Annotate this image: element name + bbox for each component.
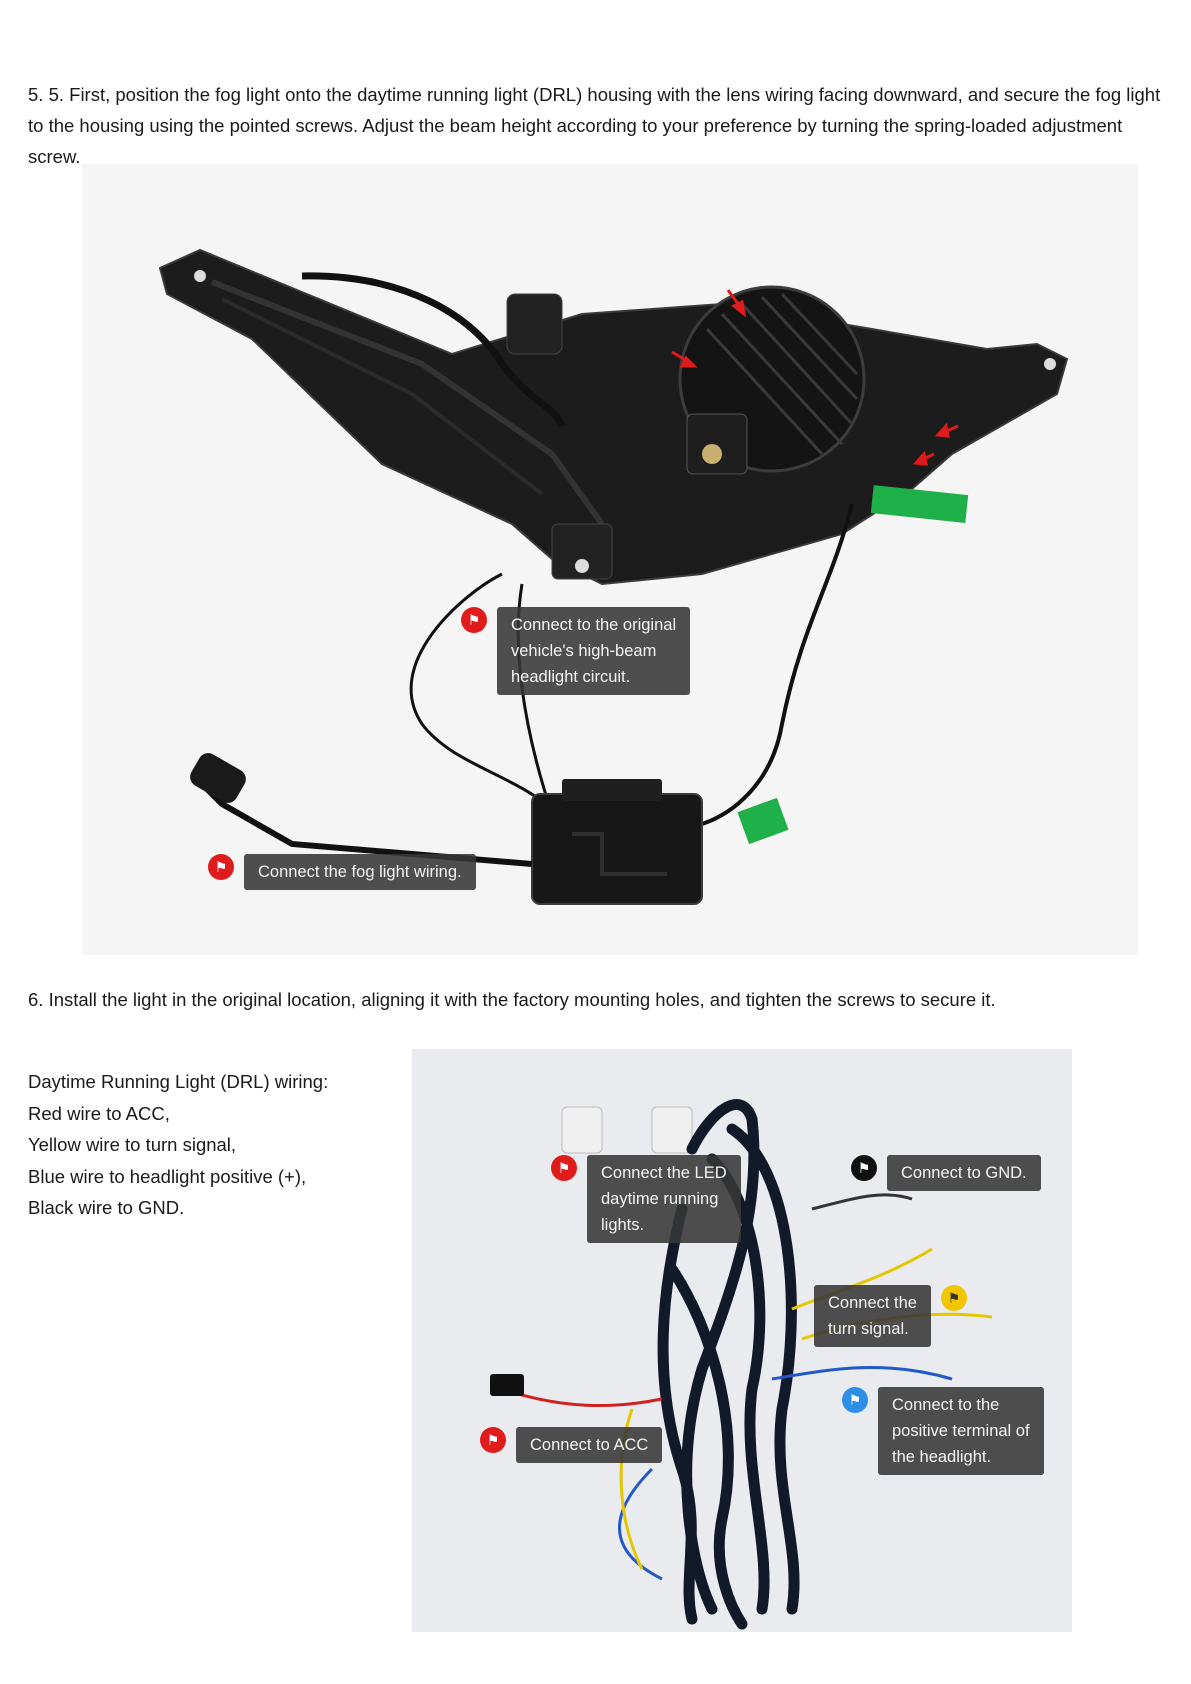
drl-note-blue: Blue wire to headlight positive (+), xyxy=(28,1165,307,1187)
turn-signal-callout-label: Connect the turn signal. xyxy=(814,1285,931,1347)
gnd-callout-label: Connect to GND. xyxy=(887,1155,1041,1191)
drl-wiring-notes: Daytime Running Light (DRL) wiring: Red … xyxy=(28,1066,328,1224)
red-flag-icon: ⚑ xyxy=(208,854,234,880)
fog-wiring-callout-label: Connect the fog light wiring. xyxy=(244,854,476,890)
led-drl-callout: ⚑ Connect the LED daytime running lights… xyxy=(551,1155,741,1243)
gnd-callout: ⚑ Connect to GND. xyxy=(851,1155,1041,1191)
drl-notes-title: Daytime Running Light (DRL) wiring: xyxy=(28,1071,329,1092)
drl-note-yellow: Yellow wire to turn signal, xyxy=(28,1134,237,1155)
turn-signal-callout: ⚑ Connect the turn signal. xyxy=(814,1285,967,1347)
yellow-flag-icon: ⚑ xyxy=(940,1285,967,1311)
drl-note-red: Red wire to ACC, xyxy=(28,1102,170,1124)
headlight-positive-callout-label: Connect to the positive terminal of the … xyxy=(878,1387,1044,1475)
red-flag-icon: ⚑ xyxy=(480,1427,506,1453)
led-drl-callout-label: Connect the LED daytime running lights. xyxy=(587,1155,741,1243)
acc-callout: ⚑ Connect to ACC xyxy=(480,1427,663,1463)
step-6-instruction: 6. Install the light in the original loc… xyxy=(28,988,996,1010)
drl-harness-photo: ⚑ Connect the LED daytime running lights… xyxy=(412,1049,1072,1632)
drl-note-black: Black wire to GND. xyxy=(28,1197,185,1218)
red-flag-icon: ⚑ xyxy=(461,607,487,633)
red-flag-icon: ⚑ xyxy=(551,1155,577,1181)
fog-light-housing-photo: ⚑ Connect to the original vehicle's high… xyxy=(82,164,1138,955)
headlight-positive-callout: ⚑ Connect to the positive terminal of th… xyxy=(842,1387,1044,1475)
black-flag-icon: ⚑ xyxy=(851,1155,877,1181)
high-beam-callout: ⚑ Connect to the original vehicle's high… xyxy=(461,607,691,695)
high-beam-callout-label: Connect to the original vehicle's high-b… xyxy=(497,607,691,695)
acc-callout-label: Connect to ACC xyxy=(516,1427,663,1463)
drl-harness-illustration xyxy=(490,1099,993,1630)
step-5-instruction: 5. 5. First, position the fog light onto… xyxy=(28,83,1161,167)
blue-flag-icon: ⚑ xyxy=(842,1387,868,1413)
fog-wiring-callout: ⚑ Connect the fog light wiring. xyxy=(208,854,476,890)
drl-housing-illustration xyxy=(158,248,1069,905)
